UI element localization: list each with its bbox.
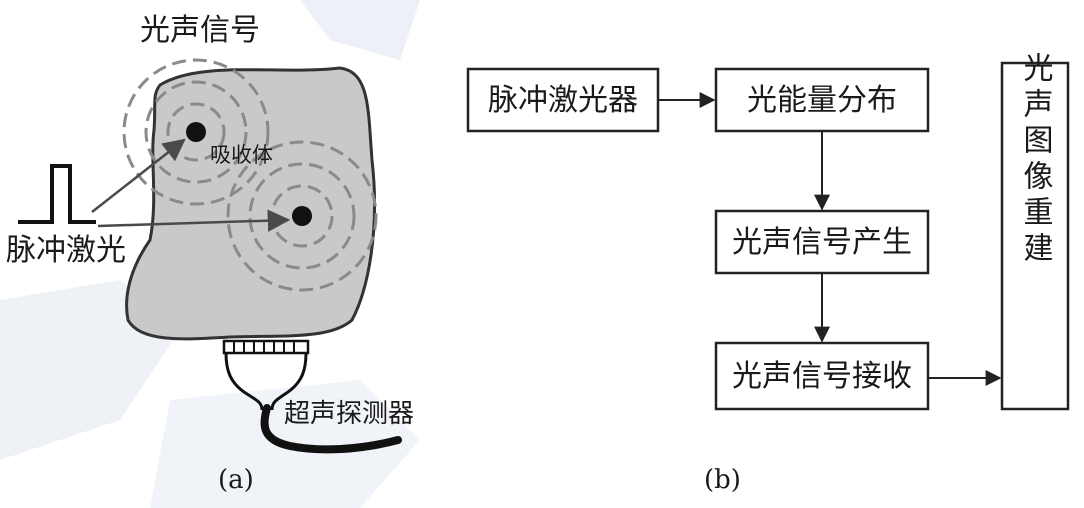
panel-b: 脉冲激光器 光能量分布 光声信号产生 光声信号接收 光声图像重建 (b) (466, 52, 1070, 495)
panel-b-caption: (b) (704, 465, 741, 495)
detector-label: 超声探测器 (284, 399, 414, 429)
laser-pulse-icon (18, 164, 96, 224)
box-laser-label: 脉冲激光器 (488, 83, 638, 118)
box-reconstruction (1000, 61, 1070, 411)
detector-cable (260, 404, 402, 454)
box-reception-label: 光声信号接收 (732, 359, 912, 394)
ultrasound-detector (222, 339, 402, 454)
panel-a: 光声信号 吸收体 脉冲激光 超声探测器 (a) (6, 13, 414, 495)
box-generation-label: 光声信号产生 (732, 225, 912, 260)
box-energy (714, 67, 930, 133)
laser-arrow-2 (97, 209, 291, 232)
panel-a-title: 光声信号 (140, 13, 260, 48)
box-energy-label: 光能量分布 (747, 83, 897, 118)
absorber-dot-2 (292, 206, 312, 226)
panel-a-caption: (a) (218, 465, 254, 495)
box-reception (714, 341, 930, 411)
absorber-dot-1 (186, 122, 206, 142)
box-reconstruction-label: 光声图像重建 (1018, 52, 1054, 268)
acoustic-waves-1 (122, 58, 270, 206)
box-laser (466, 67, 660, 133)
laser-arrow-1 (91, 138, 186, 213)
laser-label: 脉冲激光 (6, 233, 126, 268)
absorber-label: 吸收体 (210, 143, 273, 167)
